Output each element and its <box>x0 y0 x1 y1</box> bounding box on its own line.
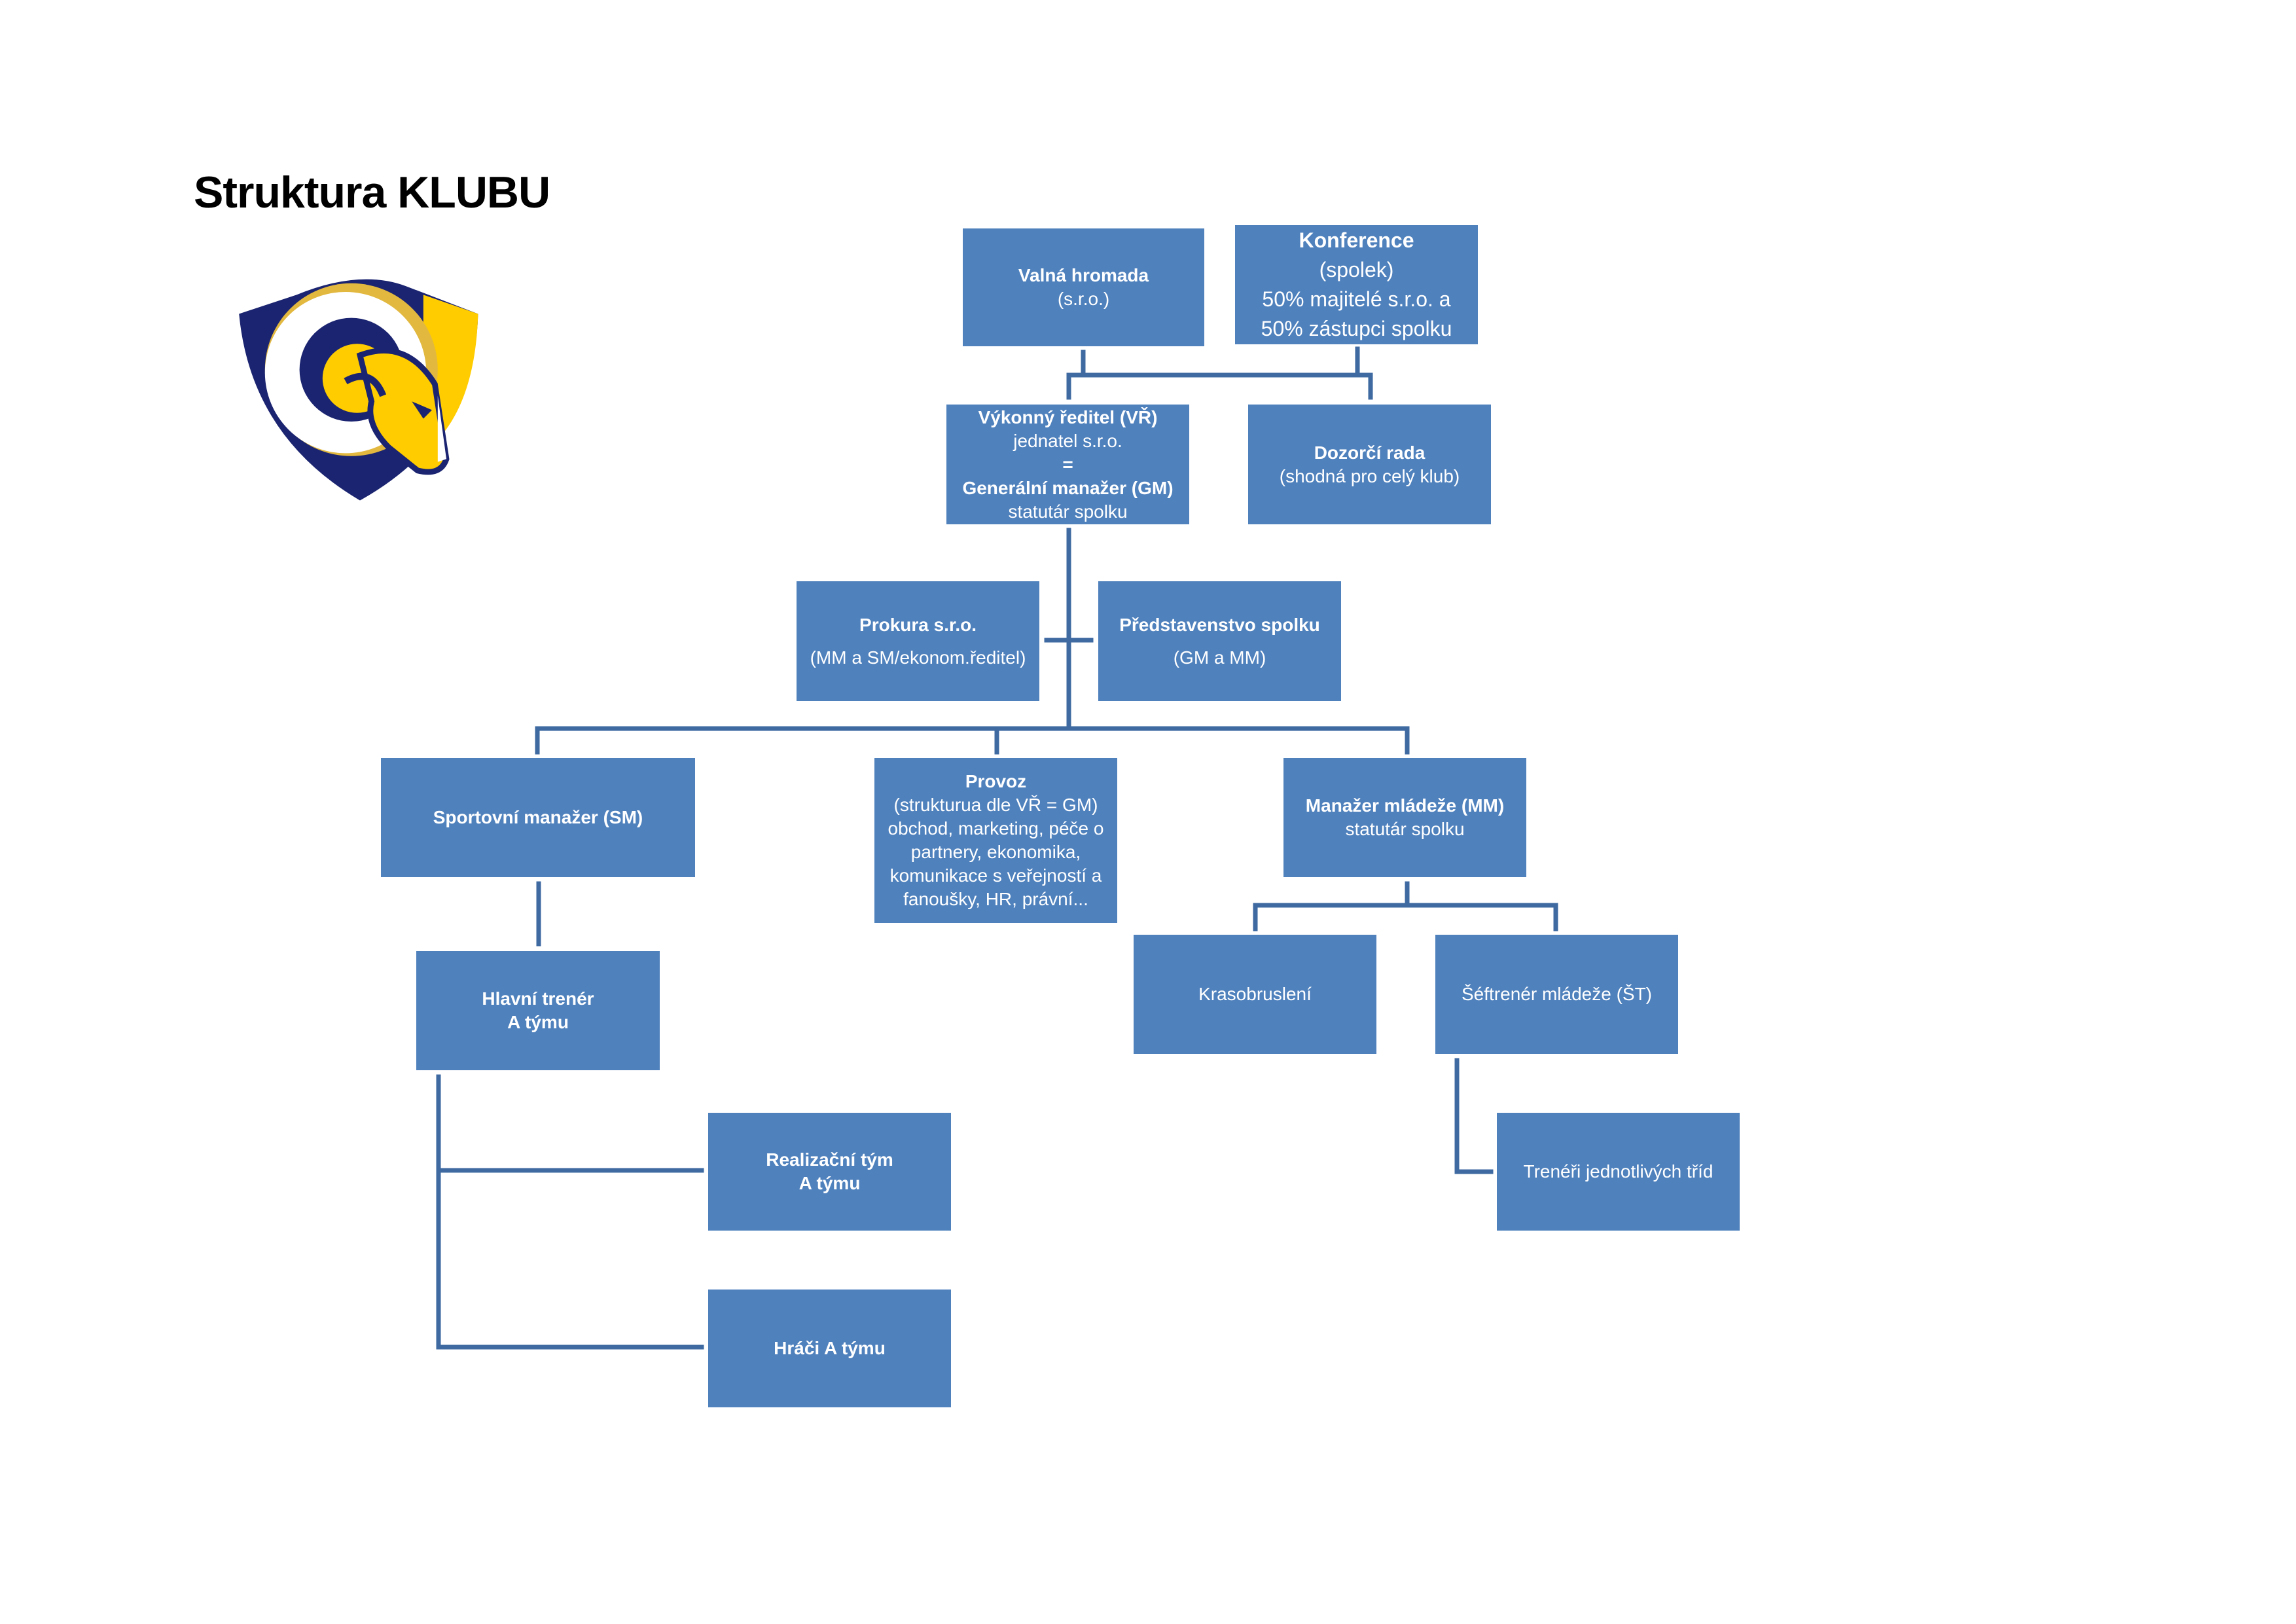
node-title: Představenstvo spolku <box>1119 614 1320 635</box>
node-line: partnery, ekonomika, <box>910 842 1081 862</box>
node-title: Dozorčí rada <box>1314 442 1426 463</box>
node-title-2: Generální manažer (GM) <box>962 477 1174 498</box>
node-predstavenstvo[interactable]: Představenstvo spolku (GM a MM) <box>1098 581 1341 701</box>
node-seftrener-mladeze[interactable]: Šéftrenér mládeže (ŠT) <box>1435 935 1678 1054</box>
page-title: Struktura KLUBU <box>194 168 550 217</box>
node-title: Výkonný ředitel (VŘ) <box>978 406 1158 427</box>
node-title: Valná hromada <box>1018 265 1149 285</box>
node-subtitle: (MM a SM/ekonom.ředitel) <box>810 647 1026 668</box>
node-line: (spolek) <box>1319 258 1394 281</box>
node-subtitle: jednatel s.r.o. <box>1013 430 1122 451</box>
node-subtitle: (s.r.o.) <box>1057 289 1110 309</box>
node-realizacni-tym[interactable]: Realizační tým A týmu <box>708 1113 951 1231</box>
node-subtitle-2: statutár spolku <box>1008 501 1128 522</box>
node-title: Hlavní trenér <box>482 988 594 1009</box>
node-equals: = <box>1062 454 1073 475</box>
node-line: 50% zástupci spolku <box>1261 317 1452 340</box>
node-hraci-a-tymu[interactable]: Hráči A týmu <box>708 1290 951 1407</box>
node-title: Sportovní manažer (SM) <box>433 807 643 827</box>
node-title-2: A týmu <box>798 1173 861 1193</box>
node-title: Krasobruslení <box>1198 984 1312 1004</box>
node-title: Provoz <box>965 771 1027 791</box>
node-title: Realizační tým <box>766 1149 893 1170</box>
node-line: 50% majitelé s.r.o. a <box>1262 287 1451 311</box>
node-line: (strukturua dle VŘ = GM) <box>893 795 1098 815</box>
node-treneri-trid[interactable]: Trenéři jednotlivých tříd <box>1497 1113 1740 1231</box>
node-title: Hráči A týmu <box>774 1338 886 1358</box>
node-line: fanoušky, HR, právní... <box>903 889 1088 909</box>
node-sportovni-manazer[interactable]: Sportovní manažer (SM) <box>381 758 695 877</box>
node-subtitle: (shodná pro celý klub) <box>1279 465 1460 486</box>
node-valna-hromada[interactable]: Valná hromada (s.r.o.) <box>963 228 1204 346</box>
node-manazer-mladeze[interactable]: Manažer mládeže (MM) statutár spolku <box>1283 758 1526 877</box>
node-krasobrusleni[interactable]: Krasobruslení <box>1134 935 1376 1054</box>
node-prokura[interactable]: Prokura s.r.o. (MM a SM/ekonom.ředitel) <box>797 581 1039 701</box>
node-subtitle: statutár spolku <box>1345 819 1465 839</box>
node-provoz[interactable]: Provoz (strukturua dle VŘ = GM) obchod, … <box>874 758 1117 923</box>
node-subtitle: (GM a MM) <box>1173 647 1266 668</box>
node-line: obchod, marketing, péče o <box>888 818 1104 839</box>
node-line: komunikace s veřejností a <box>889 865 1102 886</box>
node-title: Trenéři jednotlivých tříd <box>1523 1161 1713 1182</box>
node-title-2: A týmu <box>507 1012 569 1032</box>
node-title: Prokura s.r.o. <box>859 614 977 635</box>
node-konference[interactable]: Konference (spolek) 50% majitelé s.r.o. … <box>1235 225 1478 344</box>
node-title: Šéftrenér mládeže (ŠT) <box>1462 984 1652 1004</box>
node-vykonny-reditel[interactable]: Výkonný ředitel (VŘ) jednatel s.r.o. = G… <box>946 405 1189 524</box>
node-hlavni-trener[interactable]: Hlavní trenér A týmu <box>416 951 660 1070</box>
node-title: Konference <box>1299 228 1414 252</box>
node-title: Manažer mládeže (MM) <box>1305 795 1505 816</box>
ram-shield-logo-icon <box>239 279 478 501</box>
node-dozorci-rada[interactable]: Dozorčí rada (shodná pro celý klub) <box>1248 405 1491 524</box>
